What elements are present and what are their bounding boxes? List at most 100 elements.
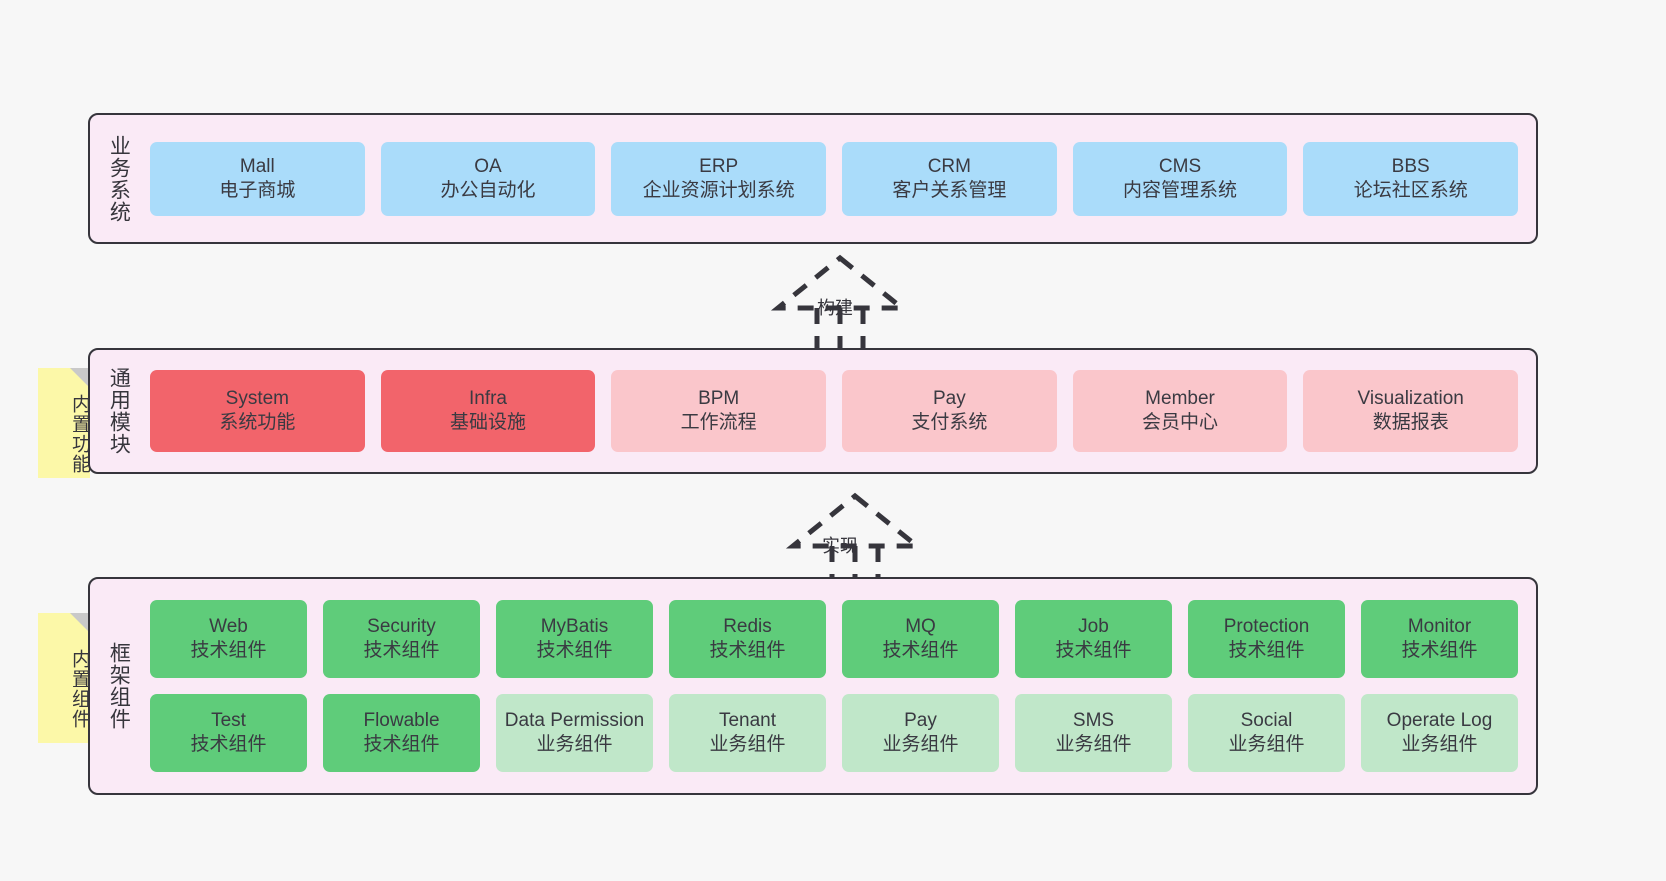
box-subtitle: 技术组件: [1055, 640, 1132, 661]
box-subtitle: 工作流程: [680, 412, 757, 433]
box-title: ERP: [699, 155, 739, 177]
module-box-pay[interactable]: Pay 支付系统: [842, 370, 1057, 452]
box-title: MQ: [905, 616, 936, 638]
box-title: BPM: [698, 388, 740, 410]
box-subtitle: 技术组件: [1228, 640, 1305, 661]
box-title: Visualization: [1357, 388, 1464, 410]
layer-common-modules: 通用模块 System 系统功能 Infra 基础设施 BPM 工作流程 Pay…: [88, 348, 1538, 474]
component-box-social[interactable]: Social 业务组件: [1188, 694, 1345, 772]
layer-business-systems: 业务系统 Mall 电子商城 OA 办公自动化 ERP 企业资源计划系统 CRM…: [88, 113, 1538, 244]
box-subtitle: 会员中心: [1142, 412, 1219, 433]
box-title: Mall: [239, 155, 275, 177]
box-title: Infra: [468, 388, 508, 410]
framework-business-row: Test 技术组件 Flowable 技术组件 Data Permission …: [150, 694, 1518, 772]
component-box-data-permission[interactable]: Data Permission 业务组件: [496, 694, 653, 772]
box-title: Web: [209, 616, 248, 638]
box-title: System: [225, 388, 290, 410]
component-box-redis[interactable]: Redis 技术组件: [669, 600, 826, 678]
box-title: Job: [1078, 616, 1109, 638]
business-box-erp[interactable]: ERP 企业资源计划系统: [611, 141, 827, 216]
box-subtitle: 业务组件: [709, 734, 786, 755]
component-box-sms[interactable]: SMS 业务组件: [1015, 694, 1172, 772]
box-subtitle: 客户关系管理: [892, 179, 1007, 201]
box-title: OA: [474, 155, 502, 177]
component-box-flowable[interactable]: Flowable 技术组件: [323, 694, 480, 772]
component-box-monitor[interactable]: Monitor 技术组件: [1361, 600, 1518, 678]
business-systems-row: Mall 电子商城 OA 办公自动化 ERP 企业资源计划系统 CRM 客户关系…: [150, 141, 1519, 216]
box-subtitle: 电子商城: [219, 179, 296, 201]
component-box-protection[interactable]: Protection 技术组件: [1188, 600, 1345, 678]
component-box-test[interactable]: Test 技术组件: [150, 694, 307, 772]
module-box-system[interactable]: System 系统功能: [150, 370, 365, 452]
note-label: 内置组件: [69, 649, 90, 729]
box-title: Data Permission: [504, 710, 645, 732]
box-subtitle: 论坛社区系统: [1353, 179, 1468, 201]
box-title: Operate Log: [1386, 710, 1493, 732]
box-title: CMS: [1158, 155, 1202, 177]
business-box-mall[interactable]: Mall 电子商城: [150, 141, 365, 216]
box-subtitle: 业务组件: [882, 734, 959, 755]
box-title: BBS: [1391, 155, 1430, 177]
arrow-stem-outline: [814, 308, 866, 352]
box-title: Redis: [723, 616, 772, 638]
box-subtitle: 支付系统: [911, 412, 988, 433]
layer-title-framework-components: 框架组件: [107, 642, 131, 730]
box-title: Security: [367, 616, 436, 638]
module-box-visualization[interactable]: Visualization 数据报表: [1303, 370, 1519, 452]
note-fold-corner-icon: [70, 368, 90, 388]
component-box-pay[interactable]: Pay 业务组件: [842, 694, 999, 772]
box-title: Pay: [904, 710, 937, 732]
business-box-crm[interactable]: CRM 客户关系管理: [842, 141, 1057, 216]
note-label: 内置功能: [69, 394, 90, 474]
box-subtitle: 技术组件: [882, 640, 959, 661]
box-subtitle: 技术组件: [363, 734, 440, 755]
module-box-infra[interactable]: Infra 基础设施: [380, 370, 596, 452]
box-subtitle: 企业资源计划系统: [642, 179, 795, 201]
box-title: Member: [1145, 388, 1215, 410]
arrow-label-implement: 实现: [822, 536, 858, 556]
box-subtitle: 技术组件: [363, 640, 440, 661]
sticky-note-builtin-components: 内置组件: [38, 613, 90, 743]
layer-body-common-modules: System 系统功能 Infra 基础设施 BPM 工作流程 Pay 支付系统…: [140, 350, 1536, 472]
arrow-label-build: 构建: [817, 298, 853, 318]
box-title: Monitor: [1407, 616, 1472, 638]
layer-body-business-systems: Mall 电子商城 OA 办公自动化 ERP 企业资源计划系统 CRM 客户关系…: [140, 115, 1536, 242]
box-title: Tenant: [718, 710, 777, 732]
note-shape: 内置组件: [38, 613, 90, 743]
business-box-oa[interactable]: OA 办公自动化: [380, 141, 596, 216]
box-subtitle: 业务组件: [1228, 734, 1305, 755]
sticky-note-builtin-features: 内置功能: [38, 368, 90, 478]
note-shape: 内置功能: [38, 368, 90, 478]
module-box-bpm[interactable]: BPM 工作流程: [611, 370, 827, 452]
generalization-arrow-implement: 实现: [770, 490, 940, 590]
business-box-bbs[interactable]: BBS 论坛社区系统: [1303, 141, 1519, 216]
component-box-job[interactable]: Job 技术组件: [1015, 600, 1172, 678]
box-subtitle: 业务组件: [1055, 734, 1132, 755]
box-subtitle: 技术组件: [1401, 640, 1478, 661]
component-box-mybatis[interactable]: MyBatis 技术组件: [496, 600, 653, 678]
box-subtitle: 基础设施: [450, 412, 527, 433]
box-subtitle: 内容管理系统: [1123, 179, 1238, 201]
component-box-mq[interactable]: MQ 技术组件: [842, 600, 999, 678]
box-subtitle: 业务组件: [536, 734, 613, 755]
business-box-cms[interactable]: CMS 内容管理系统: [1072, 141, 1288, 216]
component-box-operate-log[interactable]: Operate Log 业务组件: [1361, 694, 1518, 772]
note-fold-corner-icon: [70, 613, 90, 633]
box-title: Test: [211, 710, 246, 732]
box-title: SMS: [1072, 710, 1115, 732]
box-title: Pay: [932, 388, 966, 410]
box-subtitle: 数据报表: [1372, 412, 1449, 433]
box-title: CRM: [927, 155, 971, 177]
box-subtitle: 技术组件: [190, 734, 267, 755]
framework-tech-row: Web 技术组件 Security 技术组件 MyBatis 技术组件 Redi…: [150, 600, 1518, 678]
box-title: Social: [1240, 710, 1293, 732]
component-box-tenant[interactable]: Tenant 业务组件: [669, 694, 826, 772]
box-title: Flowable: [363, 710, 440, 732]
component-box-security[interactable]: Security 技术组件: [323, 600, 480, 678]
component-box-web[interactable]: Web 技术组件: [150, 600, 307, 678]
generalization-arrow-build: 构建: [755, 252, 925, 352]
box-subtitle: 技术组件: [536, 640, 613, 661]
module-box-member[interactable]: Member 会员中心: [1072, 370, 1288, 452]
box-subtitle: 业务组件: [1401, 734, 1478, 755]
layer-body-framework-components: Web 技术组件 Security 技术组件 MyBatis 技术组件 Redi…: [140, 579, 1536, 793]
